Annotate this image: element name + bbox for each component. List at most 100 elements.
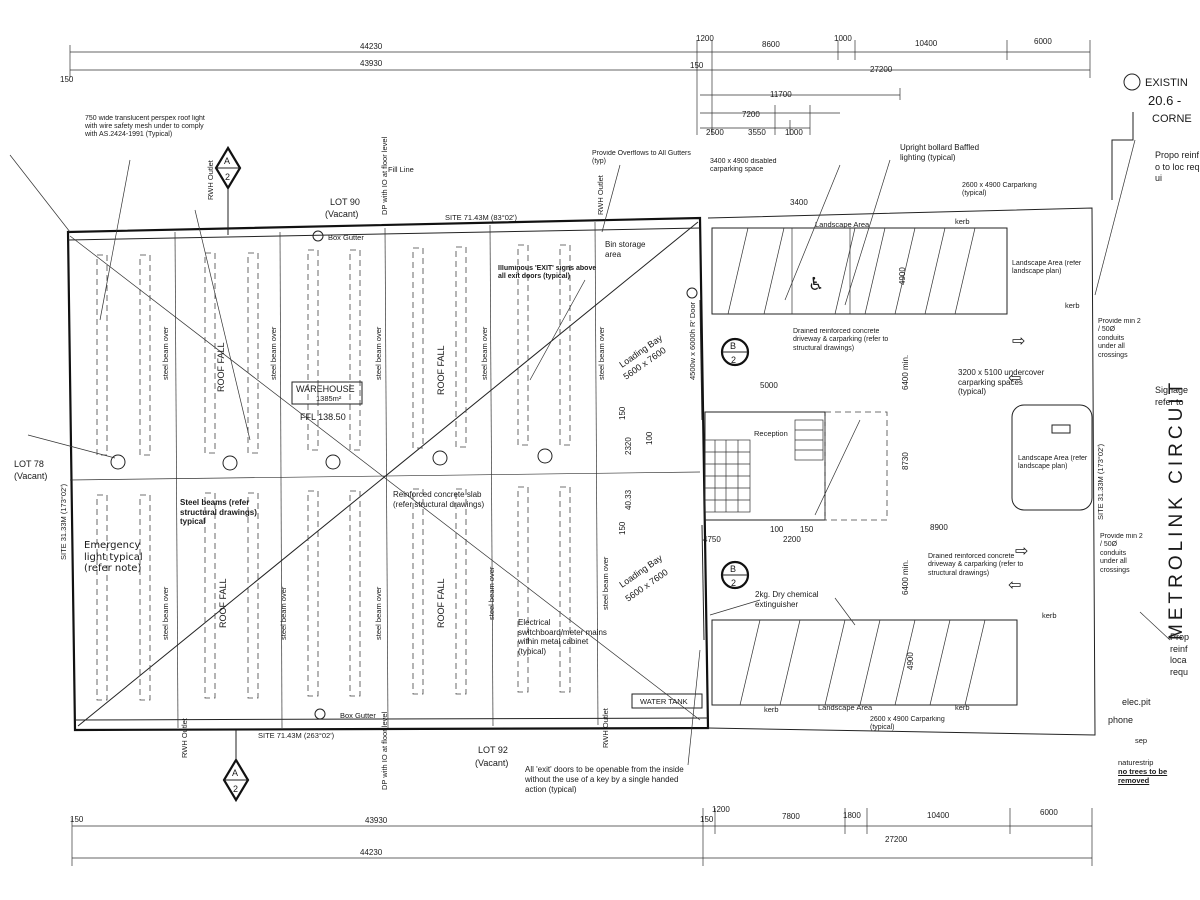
svg-text:B: B xyxy=(730,564,736,574)
steel-beam-label: steel beam over xyxy=(374,586,383,640)
kerb-label: kerb xyxy=(1065,301,1080,310)
note-undercover: 3200 x 5100 undercover carparking spaces… xyxy=(958,368,1045,397)
roof-fall-label: ROOF FALL xyxy=(436,345,446,395)
steel-beam-label: steel beam over xyxy=(601,556,610,610)
warehouse-area: 1385m² xyxy=(316,394,342,403)
section-marker-a-bottom: A 2 xyxy=(222,730,250,803)
note-bin-storage: Bin storage area xyxy=(605,240,646,260)
handwritten-level: 20.6 - xyxy=(1148,93,1181,108)
kerb-label: kerb xyxy=(764,705,779,714)
note-fill-line: Fill Line xyxy=(388,165,414,174)
kerb-label: kerb xyxy=(955,217,970,226)
carpark-area: ♿ ⇦ ⇨ ⇨ ⇦ xyxy=(631,207,1096,736)
dim-10400-bottom: 10400 xyxy=(927,811,950,820)
steel-beam-label: steel beam over xyxy=(161,326,170,380)
landscape-bottom-label: Landscape Area xyxy=(818,703,873,712)
dim-11700: 11700 xyxy=(770,90,792,99)
elec-pit-label: elec.pit xyxy=(1122,697,1151,707)
handwritten-existing: EXISTIN xyxy=(1145,77,1188,89)
dim-4900-bottom: 4900 xyxy=(906,652,915,670)
water-tank-label: WATER TANK xyxy=(640,697,688,706)
svg-text:2: 2 xyxy=(731,578,736,588)
note-box-gutter-top: Box Gutter xyxy=(328,233,364,242)
steel-beam-label: steel beam over xyxy=(487,566,496,620)
svg-text:A: A xyxy=(232,768,238,778)
dp-io-label: DP with IO at floor level xyxy=(380,136,389,215)
svg-text:2: 2 xyxy=(731,355,736,365)
lot-90-sub: (Vacant) xyxy=(325,209,358,219)
note-landscape-right-top: Landscape Area (refer landscape plan) xyxy=(1012,260,1082,276)
arrow-right-icon: ⇨ xyxy=(1012,331,1025,350)
dim-8600-top: 8600 xyxy=(762,40,780,49)
gutter-overflow-icon xyxy=(312,230,324,242)
dim-1200-bottom: 1200 xyxy=(712,805,730,814)
note-slab: Reinforced concrete slab (refer structur… xyxy=(393,490,485,509)
dim-8900: 8900 xyxy=(930,523,948,532)
roof-fall-label: ROOF FALL xyxy=(218,578,228,628)
lot-92-sub: (Vacant) xyxy=(475,758,508,768)
section-marker-a-top: A 2 xyxy=(214,145,242,235)
landscape-island xyxy=(1011,404,1093,511)
landscape-top-label: Landscape Area xyxy=(815,220,870,229)
fan-icon xyxy=(110,454,126,470)
gutter-overflow-icon xyxy=(314,708,326,720)
sep-label: sep xyxy=(1135,736,1147,745)
lot-92-label: LOT 92 xyxy=(478,745,508,755)
dim-150-c: 150 xyxy=(800,525,814,534)
dim-8730: 8730 xyxy=(901,452,910,470)
phone-label: phone xyxy=(1108,715,1133,725)
dim-44230-top: 44230 xyxy=(360,42,383,51)
dim-100: 100 xyxy=(645,431,654,445)
dp-io-label: DP with IO at floor level xyxy=(380,711,389,790)
note-switchboard: Electrical switchboard/meter mains withi… xyxy=(518,618,607,656)
note-overflows: Provide Overflows to All Gutters (typ) xyxy=(592,150,691,166)
site-right-label: SITE 31.33M (173°02') xyxy=(1096,443,1105,520)
steel-beam-label: steel beam over xyxy=(374,326,383,380)
site-top-label: SITE 71.43M (83°02') xyxy=(445,213,517,222)
note-landscape-right-mid: Landscape Area (refer landscape plan) xyxy=(1018,455,1088,471)
dim-43930-bottom: 43930 xyxy=(365,816,388,825)
section-marker-b-bottom: B 2 xyxy=(720,560,750,590)
lot-78-sub: (Vacant) xyxy=(14,471,47,481)
note-box-gutter-bottom: Box Gutter xyxy=(340,711,376,720)
rwh-outlet-label: RWH Outlet xyxy=(206,159,215,200)
steel-beam-label: steel beam over xyxy=(480,326,489,380)
leader-lines xyxy=(9,139,1171,766)
right-edge-note-top: Propo reinfo to loc requi xyxy=(1155,150,1200,184)
svg-text:A: A xyxy=(224,156,230,166)
no-trees-note: no trees to be removed xyxy=(1118,767,1168,785)
note-exit-doors: All 'exit' doors to be openable from the… xyxy=(525,765,684,794)
right-edge-signage: Signage refer to xyxy=(1155,385,1189,407)
dim-150-bottom-right: 150 xyxy=(700,815,714,824)
note-exit-signs: Illuminous 'EXIT' signs above all exit d… xyxy=(498,265,597,281)
note-driveway-bottom: Drained reinforced concrete driveway & c… xyxy=(928,553,1024,577)
dim-150-top: 150 xyxy=(60,75,74,84)
site-left-label: SITE 31.33M (173°02') xyxy=(59,483,68,560)
rwh-outlet-label: RWH Outlet xyxy=(601,707,610,748)
dim-43930-top: 43930 xyxy=(360,59,383,68)
lot-78-label: LOT 78 xyxy=(14,459,44,469)
dim-2320: 2320 xyxy=(624,437,633,455)
steel-beam-label: steel beam over xyxy=(597,326,606,380)
warehouse-name: WAREHOUSE xyxy=(296,384,355,394)
dim-7200: 7200 xyxy=(742,110,760,119)
dim-4033: 40.33 xyxy=(624,489,633,510)
roof-light-strips xyxy=(96,244,571,701)
dim-7800-bottom: 7800 xyxy=(782,812,800,821)
svg-text:B: B xyxy=(730,341,736,351)
dim-6000-bottom: 6000 xyxy=(1040,808,1058,817)
note-disabled-space: 3400 x 4900 disabled carparking space xyxy=(710,158,777,174)
bottom-dimension-lines xyxy=(71,808,1093,866)
steel-beam-label: steel beam over xyxy=(269,326,278,380)
dim-4900-top: 4900 xyxy=(898,267,907,285)
dim-100-b: 100 xyxy=(770,525,784,534)
arrow-right-icon: ⇨ xyxy=(1015,541,1028,560)
arrow-left-icon: ⇦ xyxy=(1008,575,1021,594)
dim-1000-small: 1000 xyxy=(785,128,803,137)
dim-2200: 2200 xyxy=(783,535,801,544)
dim-3550: 3550 xyxy=(748,128,766,137)
fan-icon xyxy=(222,455,238,471)
lot-90-label: LOT 90 xyxy=(330,197,360,207)
street-name: METROLINK CIRCUIT xyxy=(1166,379,1187,640)
